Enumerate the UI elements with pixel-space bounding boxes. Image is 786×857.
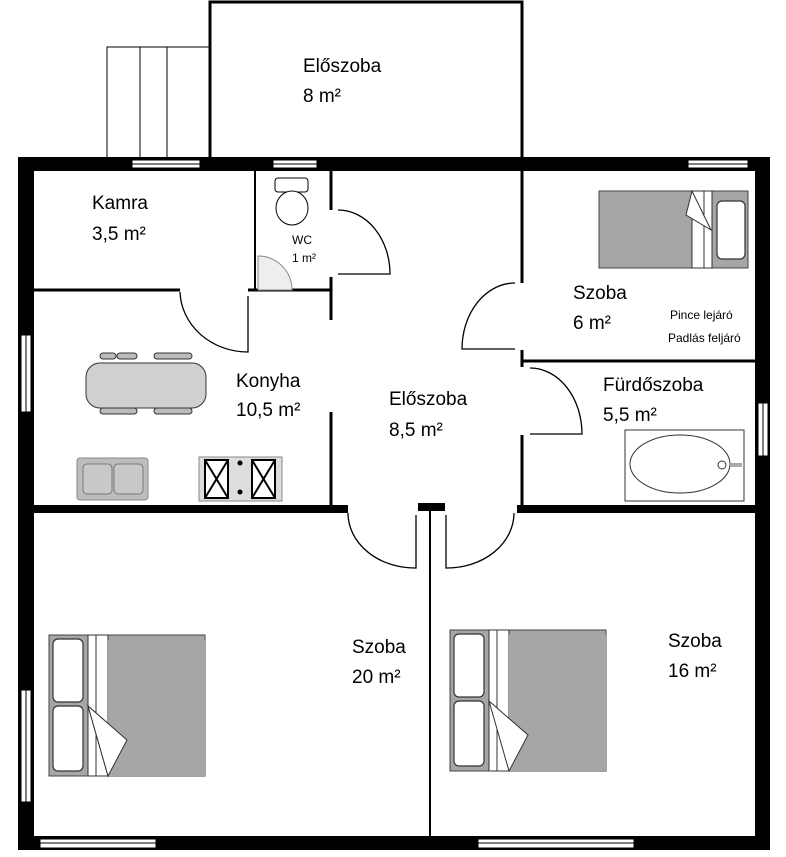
room-left-area: 20 m² xyxy=(352,667,401,688)
single-bed-icon xyxy=(598,189,749,269)
double-bed-left-icon xyxy=(48,634,206,778)
attic-stairs-note: Padlás feljáró xyxy=(668,331,741,345)
hall-name: Előszoba xyxy=(389,389,468,410)
pantry-name: Kamra xyxy=(92,193,148,214)
room-right-area: 16 m² xyxy=(668,661,717,682)
small-room-name: Szoba xyxy=(573,283,627,304)
room-left-name: Szoba xyxy=(352,637,406,658)
porch-name: Előszoba xyxy=(303,56,382,77)
entry-porch xyxy=(106,0,524,161)
corner-sink-icon xyxy=(257,255,293,291)
basement-stairs-note: Pince lejáró xyxy=(670,308,733,322)
kitchen-area: 10,5 m² xyxy=(236,400,300,421)
bathroom-area: 5,5 m² xyxy=(603,405,657,426)
steps xyxy=(106,46,211,160)
wc-area: 1 m² xyxy=(292,251,316,265)
pantry-area: 3,5 m² xyxy=(92,224,146,245)
double-bed-right-icon xyxy=(449,629,607,773)
toilet-icon xyxy=(274,177,309,226)
small-room-area: 6 m² xyxy=(573,313,611,334)
wc-name: WC xyxy=(292,233,312,247)
hall-area: 8,5 m² xyxy=(389,420,443,441)
bathroom-name: Fürdőszoba xyxy=(603,375,704,396)
interior-walls xyxy=(34,171,755,836)
bathtub-icon xyxy=(624,429,745,502)
doors xyxy=(179,209,583,569)
stove-icon xyxy=(198,456,283,502)
kitchen-name: Konyha xyxy=(236,371,301,392)
windows xyxy=(20,159,769,849)
kitchen-sink-icon xyxy=(76,457,149,501)
porch-area: 8 m² xyxy=(303,86,341,107)
room-right-name: Szoba xyxy=(668,631,722,652)
dining-table-icon xyxy=(85,352,207,415)
